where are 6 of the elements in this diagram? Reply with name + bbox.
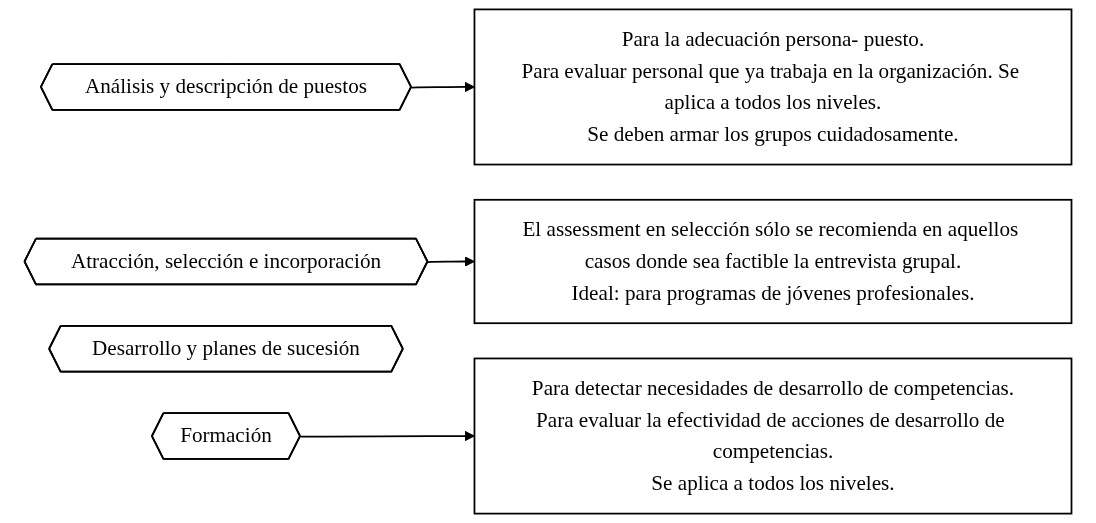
arrow [410, 81, 475, 93]
node-box: El assessment en selección sólo se recomienda en aquellos casos donde sea factible la entrevista grupal. Ideal: para programas de jóvenes profesionales. [473, 198, 1073, 325]
arrow [299, 430, 475, 442]
node-box: Para detectar necesidades de desarrollo de competencias. Para evaluar la efectividad de acciones de desarrollo de competencias. Se aplica a todos los niveles. [473, 357, 1073, 515]
node-box: Para la adecuación persona- puesto. Para evaluar personal que ya trabaja en la organización. Se aplica a todos los niveles. Se deben armar los grupos cuidadosamente. [473, 8, 1073, 166]
arrow [427, 256, 475, 267]
